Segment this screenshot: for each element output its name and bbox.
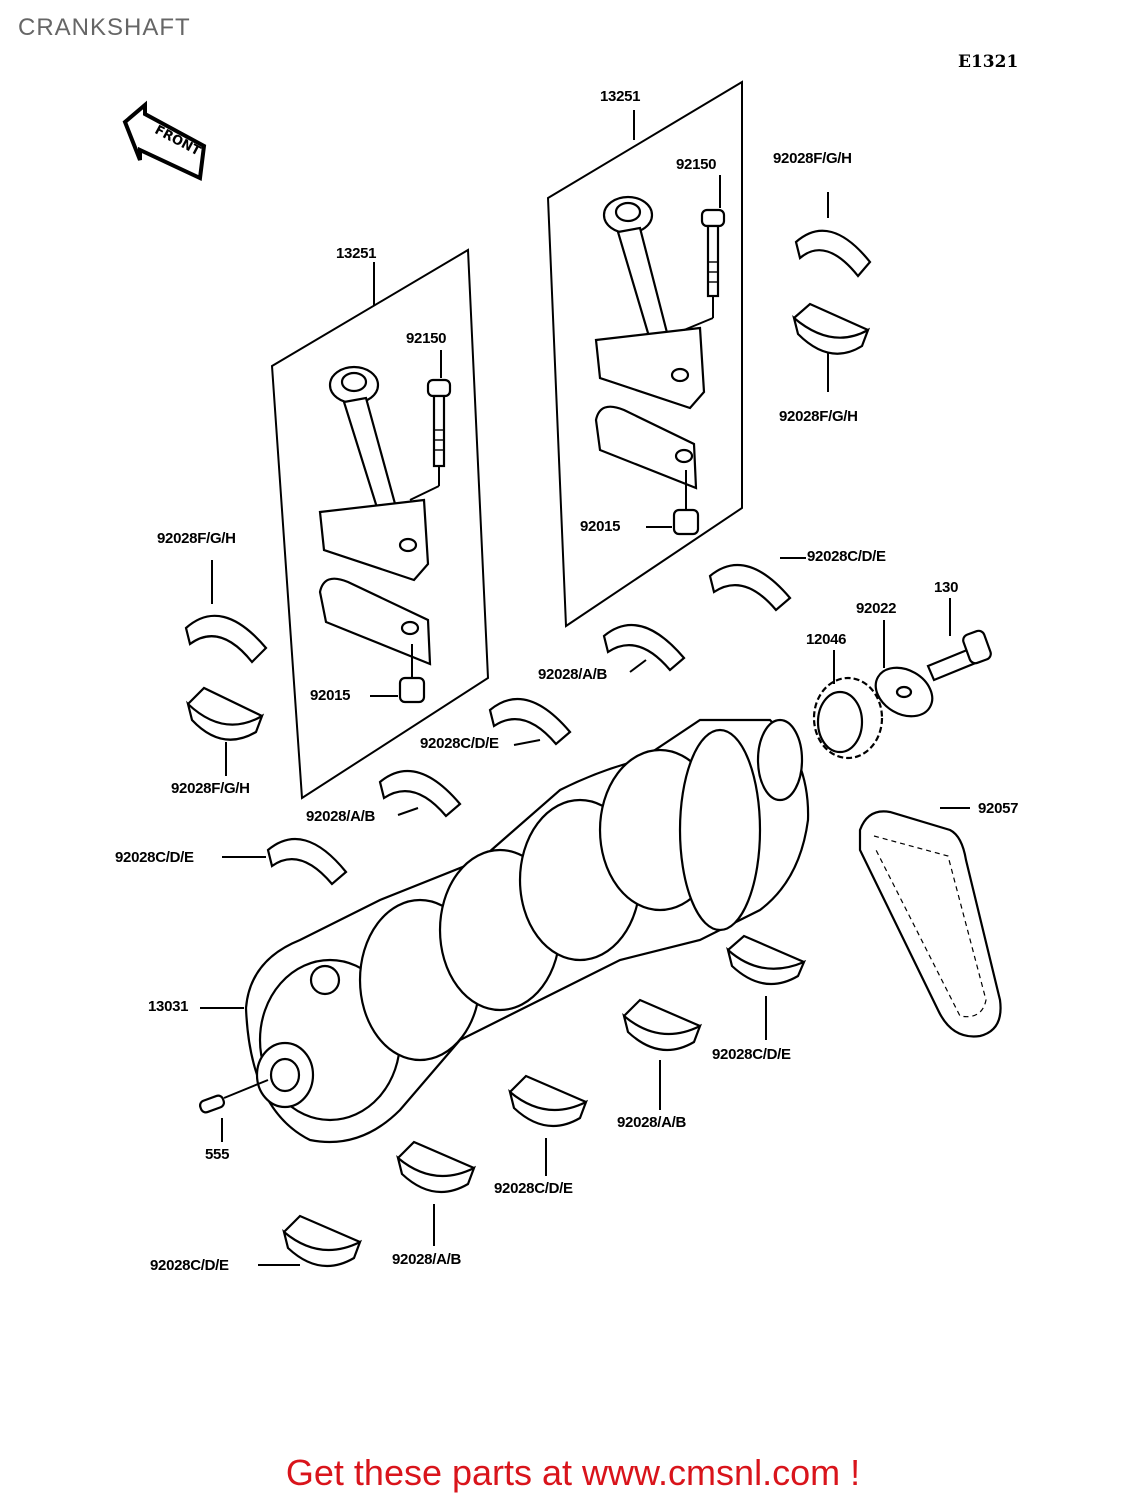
label-bearing-cde-5: 92028C/D/E: [494, 1180, 573, 1197]
label-chain: 92057: [978, 800, 1019, 817]
bolt-right: [683, 175, 726, 331]
connecting-rod-left: [318, 365, 432, 666]
label-bearing-ab-3: 92028/A/B: [617, 1114, 687, 1131]
bearing-shell-group: [184, 192, 872, 1268]
nut-left: [370, 644, 426, 704]
connecting-rod-right: [594, 195, 706, 490]
diagram-code: E1321: [958, 52, 1019, 72]
label-bolt-left: 92150: [406, 330, 447, 347]
bolt-left: [409, 350, 452, 501]
label-bearing-cde-4: 92028C/D/E: [712, 1046, 791, 1063]
page-title: CRANKSHAFT: [18, 14, 191, 41]
rod-assembly-box-right: [546, 80, 743, 628]
bolt-130: [926, 598, 992, 682]
nut-right: [646, 470, 700, 536]
label-pin: 555: [205, 1146, 230, 1163]
crankshaft: [200, 718, 810, 1144]
washer: [874, 620, 934, 718]
label-sprocket: 12046: [806, 631, 847, 648]
label-bearing-ab-1: 92028/A/B: [538, 666, 608, 683]
label-bearing-fgh-1: 92028F/G/H: [773, 150, 852, 167]
footer-parts-link[interactable]: Get these parts at www.cmsnl.com !: [285, 1452, 861, 1493]
label-bearing-ab-4: 92028/A/B: [392, 1251, 462, 1268]
label-crankshaft: 13031: [148, 998, 189, 1015]
rod-assembly-box-left: [270, 248, 490, 800]
label-bearing-cde-6: 92028C/D/E: [150, 1257, 229, 1274]
label-bearing-cde-1: 92028C/D/E: [807, 548, 886, 565]
label-bearing-fgh-4: 92028F/G/H: [171, 780, 250, 797]
sprocket: [812, 650, 884, 760]
pin: [198, 1079, 269, 1142]
label-nut-left: 92015: [310, 687, 351, 704]
label-bearing-ab-2: 92028/A/B: [306, 808, 376, 825]
label-washer: 92022: [856, 600, 897, 617]
label-bearing-cde-2: 92028C/D/E: [420, 735, 499, 752]
label-nut-right: 92015: [580, 518, 621, 535]
label-rod-assembly-right: 13251: [600, 88, 641, 105]
label-bearing-fgh-3: 92028F/G/H: [157, 530, 236, 547]
parts-diagram: FRONT: [122, 80, 1002, 1268]
label-bearing-cde-3: 92028C/D/E: [115, 849, 194, 866]
label-rod-assembly-left: 13251: [336, 245, 377, 262]
label-bearing-fgh-2: 92028F/G/H: [779, 408, 858, 425]
label-bolt-130: 130: [934, 579, 959, 596]
cam-chain: [858, 807, 1002, 1038]
front-arrow-icon: FRONT: [122, 100, 207, 181]
label-bolt-right: 92150: [676, 156, 717, 173]
